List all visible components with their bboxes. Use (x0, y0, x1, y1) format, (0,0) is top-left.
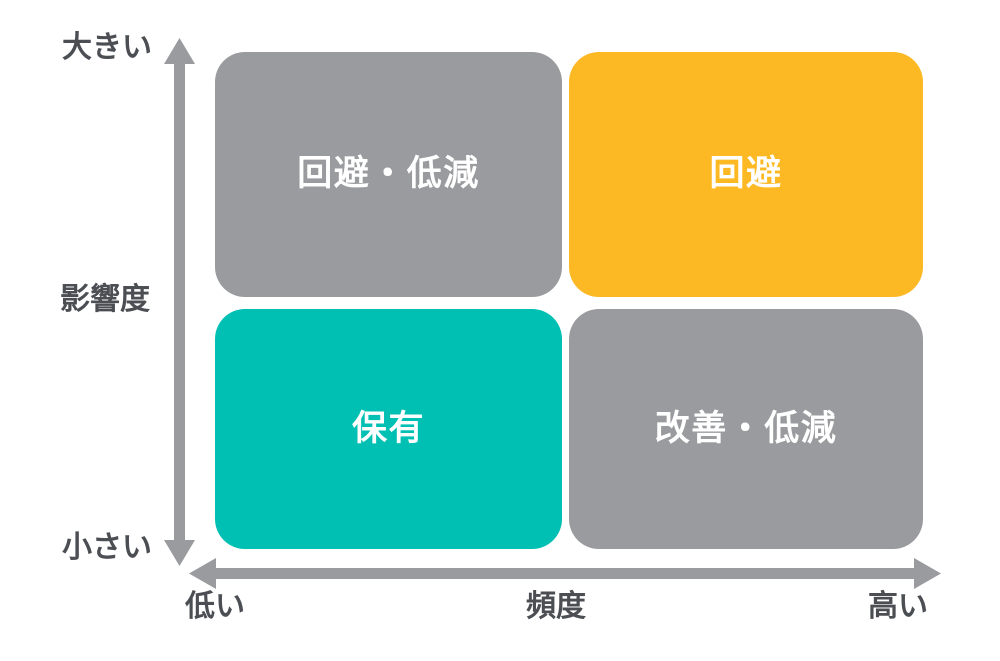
quadrant-bottom-left[interactable]: 保有 (215, 309, 562, 549)
x-axis-high-label: 高い (868, 589, 928, 624)
x-axis-arrow (189, 558, 941, 589)
quadrant-top-left-label: 回避・低減 (297, 154, 480, 194)
quadrant-top-right[interactable]: 回避 (569, 52, 923, 297)
y-axis-low-label: 小さい (62, 530, 152, 565)
quadrant-bottom-right-label: 改善・低減 (654, 408, 838, 449)
y-axis-title: 影響度 (60, 282, 150, 317)
quadrant-top-left[interactable]: 回避・低減 (215, 52, 562, 297)
x-axis-low-label: 低い (185, 589, 245, 624)
y-axis-arrow (164, 38, 195, 566)
quadrant-top-right-label: 回避 (709, 154, 783, 194)
x-axis-title: 頻度 (526, 589, 586, 624)
y-axis-high-label: 大きい (62, 30, 152, 65)
quadrant-bottom-left-label: 保有 (351, 408, 425, 449)
quadrant-bottom-right[interactable]: 改善・低減 (569, 309, 923, 549)
